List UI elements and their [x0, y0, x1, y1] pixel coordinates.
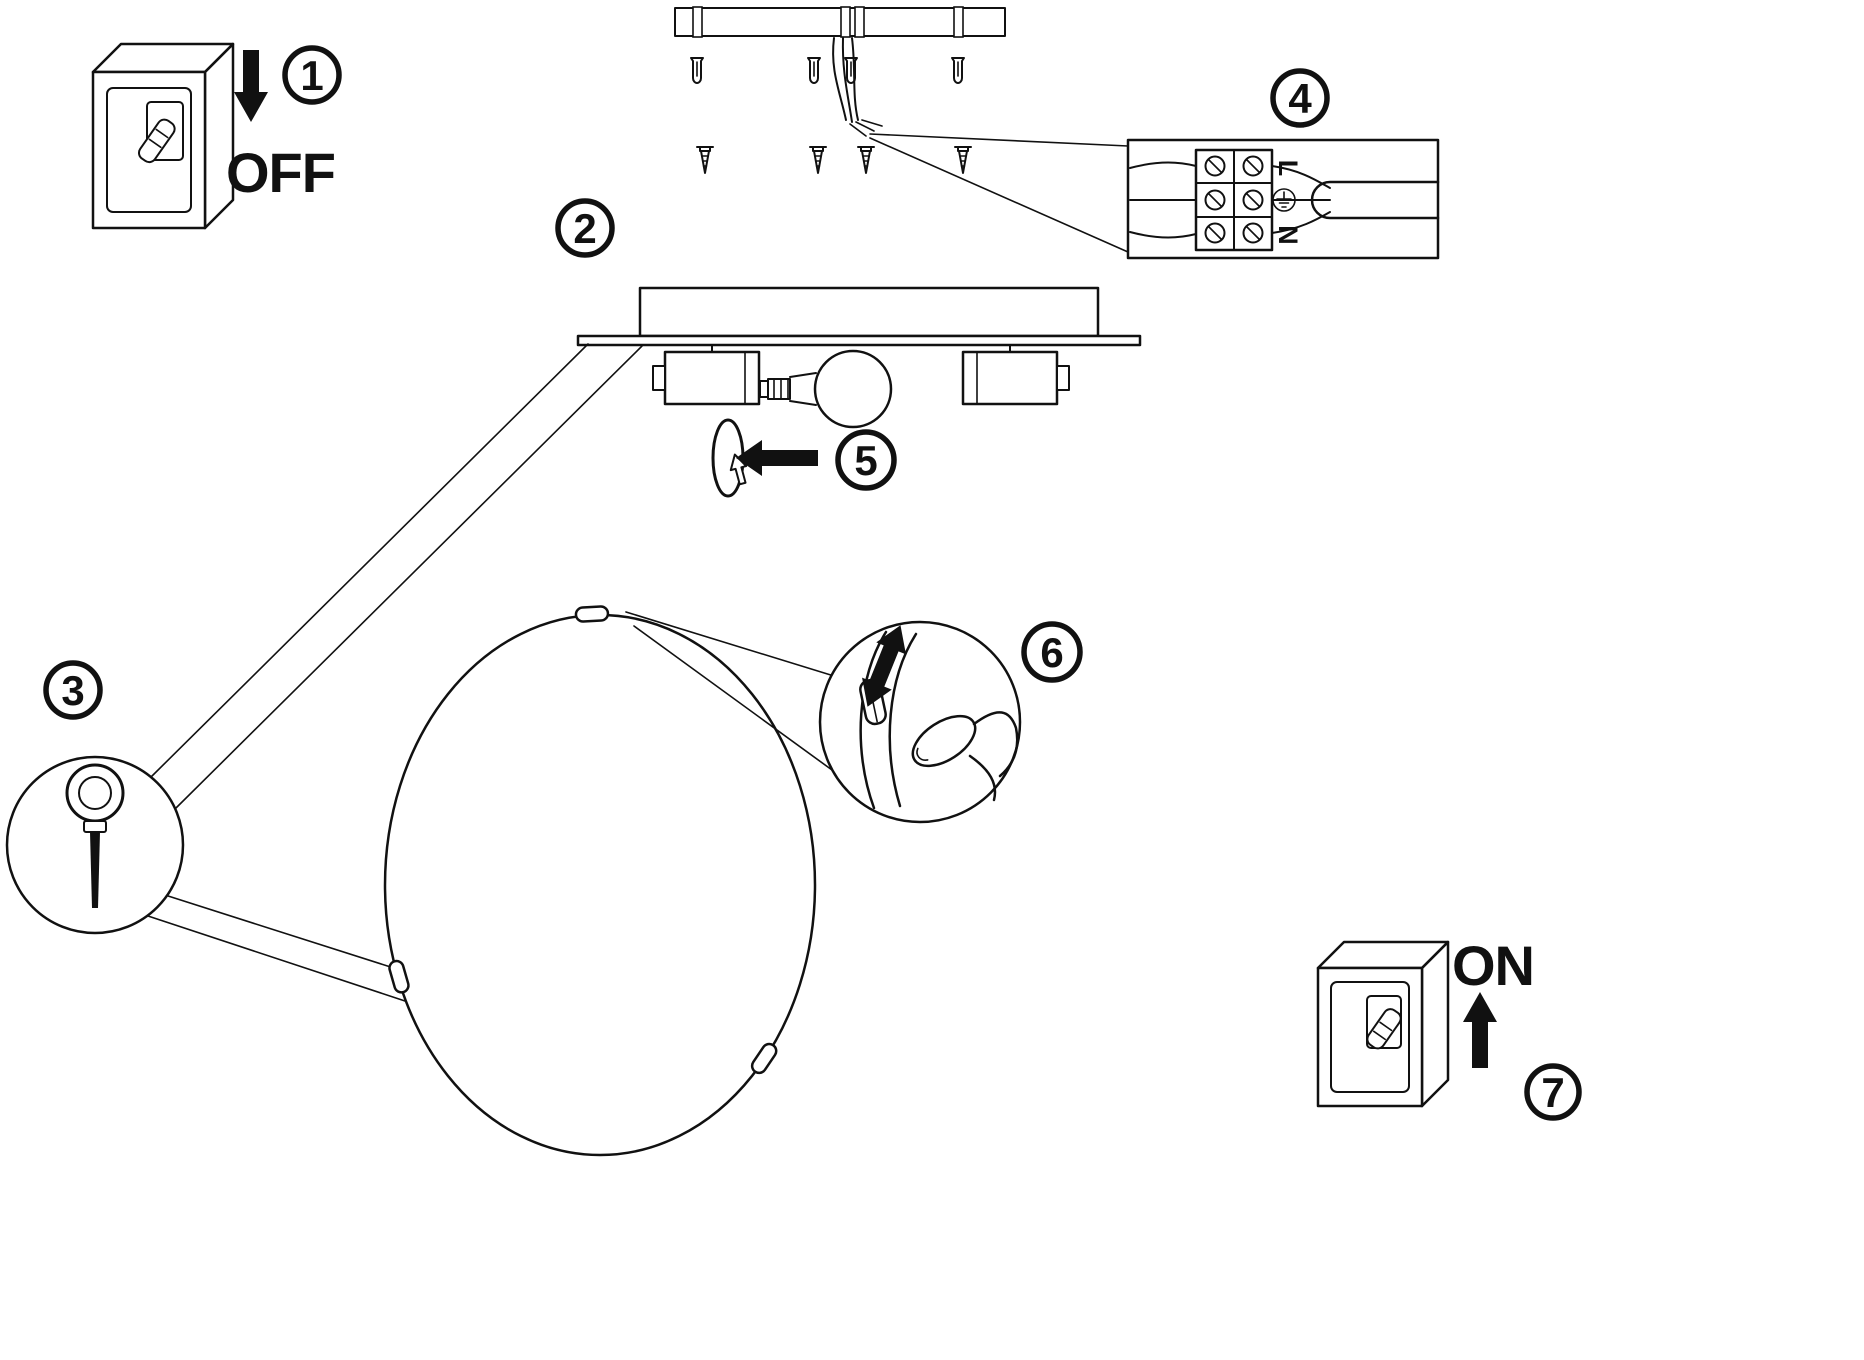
step-4-number: 4 — [1288, 75, 1312, 122]
shade-clip-top — [574, 605, 610, 623]
screw-icon — [857, 146, 875, 174]
step-1-badge: 1 — [282, 45, 342, 105]
supply-wires — [1129, 161, 1197, 239]
shade-clip-right — [750, 1042, 778, 1075]
ceiling — [674, 6, 1006, 38]
thumb — [911, 711, 1019, 802]
clip-leader-lines — [625, 611, 835, 771]
bulb-neck — [789, 372, 817, 406]
step-3-badge: 3 — [43, 660, 103, 720]
switch-window — [146, 101, 184, 161]
hand-outline — [968, 711, 1019, 802]
arrow-down-icon — [234, 50, 268, 122]
mains-wires — [832, 37, 883, 137]
shade-clip-left — [388, 959, 410, 994]
on-label: ON — [1452, 934, 1534, 997]
step-1-number: 1 — [300, 52, 323, 99]
bulb-glass — [813, 349, 893, 429]
wall-switch-off — [91, 42, 235, 230]
wall-plugs — [690, 57, 965, 84]
screw-icon — [696, 146, 714, 174]
arrow-left-icon — [736, 440, 818, 476]
glass-rim-outer — [859, 630, 888, 810]
switch-toggle-down-icon — [137, 118, 176, 164]
lamp-holder-left-terminal — [652, 365, 666, 391]
mounting-screws — [696, 146, 972, 174]
arrow-up-icon — [1463, 992, 1497, 1068]
finial-detail — [5, 755, 185, 935]
glass-shade — [383, 605, 817, 1157]
terminal-l-label: L — [1273, 160, 1303, 177]
screw-icon — [954, 146, 972, 174]
rotate-arrow-icon — [729, 453, 748, 486]
bulb-contact — [759, 380, 769, 398]
canopy — [638, 286, 1100, 338]
base-flange — [576, 334, 1142, 347]
lamp-holder-left — [663, 350, 761, 406]
shade-glass — [383, 613, 817, 1157]
finial-leader-lines — [147, 343, 643, 1003]
step-5-badge: 5 — [835, 429, 897, 491]
fixture-base — [576, 286, 1142, 406]
detail-leader-lines — [869, 133, 1129, 253]
step-7-number: 7 — [1541, 1069, 1564, 1116]
drill-hole — [953, 6, 964, 38]
lamp-holder-right-terminal — [1056, 365, 1070, 391]
wall-plug-icon — [951, 57, 965, 84]
stripped-wire-ends — [849, 119, 883, 137]
switch-plate — [106, 87, 192, 213]
step-7-badge: 7 — [1524, 1063, 1582, 1121]
terminal-n-label: N — [1273, 225, 1303, 245]
glass-rim-inner — [888, 632, 918, 808]
clip-detail — [818, 620, 1022, 824]
switch-top-face — [1316, 940, 1450, 970]
switch-side-face — [1420, 940, 1450, 1108]
step-5-number: 5 — [854, 437, 877, 484]
switch-top-face — [91, 42, 235, 74]
step-6-badge: 6 — [1021, 621, 1083, 683]
step-3-number: 3 — [61, 667, 84, 714]
detail-circle — [818, 620, 1022, 824]
step-2-number: 2 — [573, 205, 596, 252]
switch-toggle-up-icon — [1366, 1008, 1402, 1050]
step-6-number: 6 — [1040, 629, 1063, 676]
drill-hole — [840, 6, 851, 38]
cable-sheath — [1310, 180, 1440, 220]
finial-collar — [83, 820, 107, 833]
fixture-wires — [1271, 165, 1331, 234]
lamp-holder-right — [961, 350, 1059, 406]
wall-switch-on — [1316, 940, 1450, 1108]
step-2-badge: 2 — [555, 198, 615, 258]
switch-plate — [1330, 981, 1410, 1093]
wall-plug-icon — [690, 57, 704, 84]
off-label: OFF — [226, 141, 335, 204]
terminal-block — [1194, 148, 1274, 252]
finial-stem — [90, 832, 100, 908]
screw-icon — [809, 146, 827, 174]
wiring-detail-box: L N — [1126, 138, 1440, 260]
light-bulb — [759, 349, 893, 429]
bulb-thread-base — [767, 378, 791, 400]
drill-hole — [854, 6, 865, 38]
step-4-badge: 4 — [1270, 68, 1330, 128]
ceiling-hatch — [674, 7, 1006, 37]
switch-window — [1366, 995, 1402, 1049]
double-arrow-icon — [862, 625, 906, 707]
wall-plug-icon — [807, 57, 821, 84]
drill-hole — [692, 6, 703, 38]
